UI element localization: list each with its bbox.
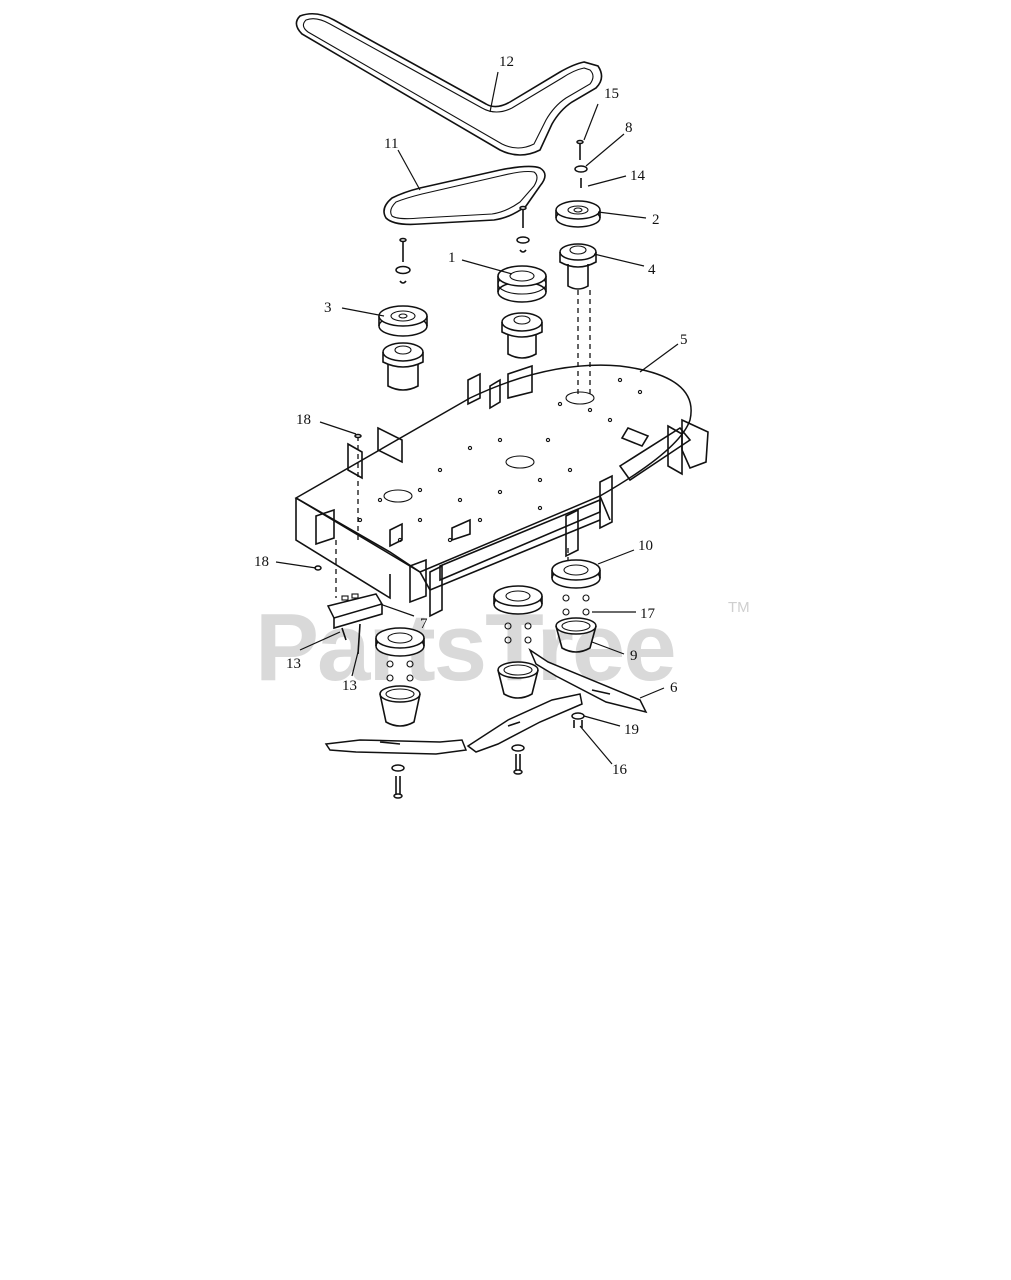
- belt-large: [295, 12, 603, 156]
- callout-16: 16: [612, 762, 628, 778]
- callout-10: 10: [638, 538, 653, 554]
- spindle-center: [497, 205, 547, 359]
- blade-bolts: [391, 712, 585, 799]
- leader-lines: [275, 71, 679, 765]
- blade-left: [324, 739, 468, 755]
- callout-17: 17: [640, 606, 656, 622]
- callout-1: 1: [448, 250, 456, 266]
- callout-13-right: 13: [342, 678, 357, 694]
- callout-15: 15: [604, 86, 619, 102]
- spindle-right: [555, 139, 601, 290]
- callout-labels: 12 11 15 8 14 2 1 4 3 5 18 18 10 7 17 13…: [254, 54, 688, 778]
- blade-right: [528, 647, 648, 714]
- bearing-stack-center: [493, 585, 543, 699]
- watermark-text: PartsTree: [255, 594, 675, 701]
- bearing-stack-left: [375, 627, 425, 727]
- callout-5: 5: [680, 332, 688, 348]
- callout-9: 9: [630, 648, 638, 664]
- blade-center: [466, 693, 583, 753]
- callout-18-bottom: 18: [254, 554, 269, 570]
- alignment-lines: [335, 290, 591, 598]
- callout-19: 19: [624, 722, 639, 738]
- callout-11: 11: [384, 136, 398, 152]
- mower-deck: [294, 364, 709, 618]
- callout-12: 12: [499, 54, 514, 70]
- callout-18-top: 18: [296, 412, 311, 428]
- callout-3: 3: [324, 300, 332, 316]
- spindle-left: [378, 237, 428, 391]
- callout-6: 6: [670, 680, 678, 696]
- callout-2: 2: [652, 212, 660, 228]
- bearing-stack-right: [551, 559, 601, 653]
- callout-7: 7: [420, 616, 428, 632]
- callout-14: 14: [630, 168, 646, 184]
- chute-bracket: [326, 593, 384, 655]
- callout-13-left: 13: [286, 656, 301, 672]
- watermark-tm: TM: [728, 599, 750, 616]
- callout-4: 4: [648, 262, 656, 278]
- belt-small: [383, 165, 546, 226]
- callout-8: 8: [625, 120, 633, 136]
